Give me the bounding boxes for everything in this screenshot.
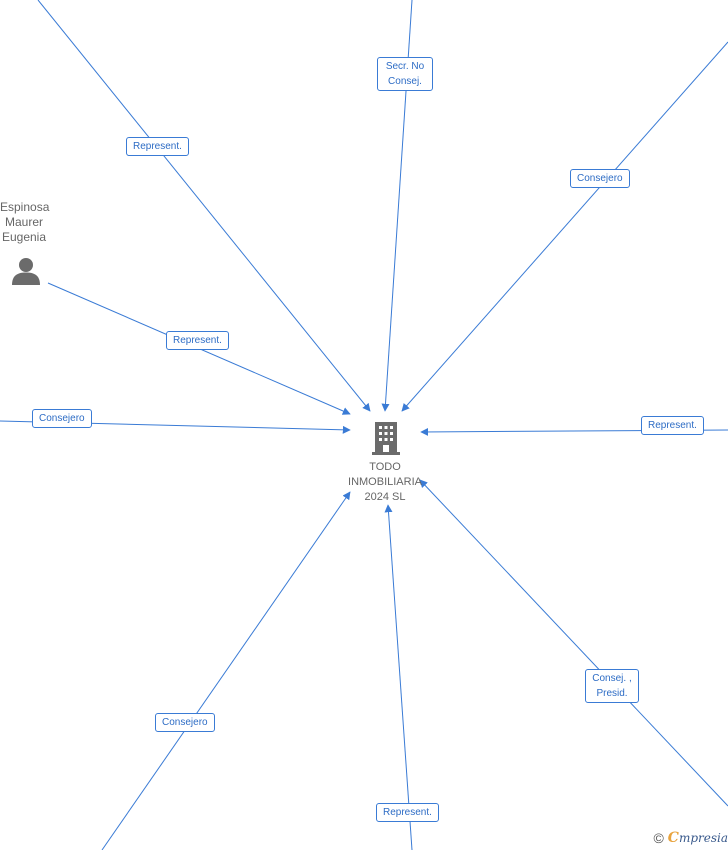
edge-label-represent-person[interactable]: Represent. <box>166 331 229 350</box>
person-node[interactable]: Espinosa Maurer Eugenia <box>0 200 50 245</box>
brand-logo-rest: mpresia <box>678 831 728 845</box>
edge-label-consejero-bottom-left[interactable]: Consejero <box>155 713 215 732</box>
person-icon <box>12 258 40 285</box>
brand-watermark: © Cmpresia <box>653 830 728 846</box>
edge-label-consejero-top-right[interactable]: Consejero <box>570 169 630 188</box>
edge-consej-presid <box>419 479 728 807</box>
edge-represent-top-left <box>37 0 371 412</box>
edge-consejero-bottom-left <box>101 491 351 850</box>
copyright-icon: © <box>653 830 664 846</box>
brand-logo-initial: C <box>667 830 679 846</box>
person-name: Espinosa Maurer Eugenia <box>0 200 50 244</box>
edge-label-represent-bottom[interactable]: Represent. <box>376 803 439 822</box>
brand-logo: Cmpresia <box>668 830 728 846</box>
edge-label-consej-presid[interactable]: Consej. , Presid. <box>585 669 639 703</box>
building-icon[interactable] <box>372 420 400 456</box>
company-name[interactable]: TODO INMOBILIARIA 2024 SL <box>348 461 422 503</box>
edge-label-represent-right[interactable]: Represent. <box>641 416 704 435</box>
edge-label-secr-no-consej[interactable]: Secr. No Consej. <box>377 57 433 91</box>
edge-label-represent-top-left[interactable]: Represent. <box>126 137 189 156</box>
edge-label-consejero-left[interactable]: Consejero <box>32 409 92 428</box>
edge-consejero-top-right <box>401 41 728 412</box>
edge-represent-bottom <box>384 504 413 850</box>
